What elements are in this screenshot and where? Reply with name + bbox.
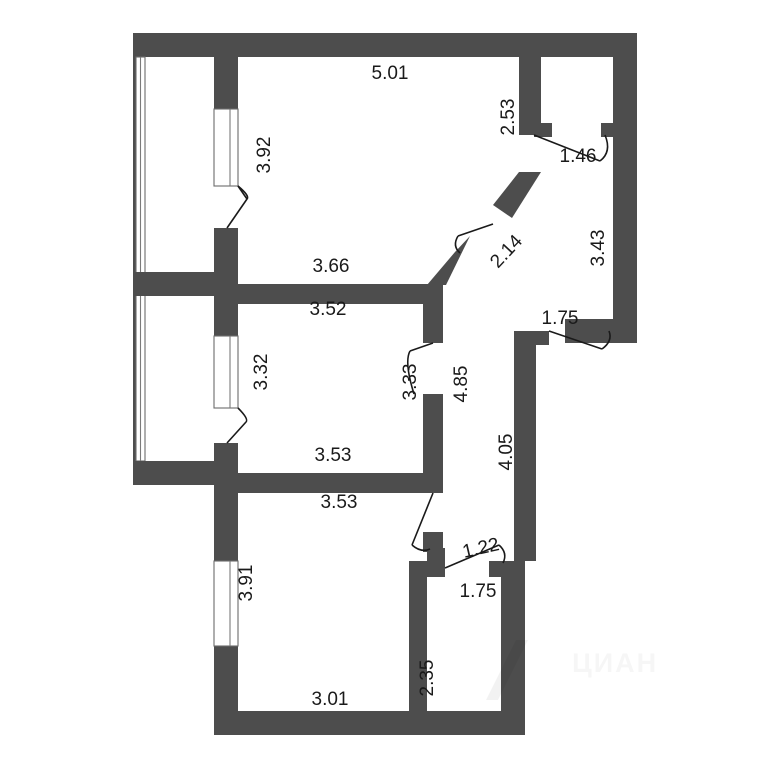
door-living-arc	[226, 198, 248, 229]
door-bedroom-leaf	[237, 407, 248, 423]
door-angled-arc	[454, 235, 461, 254]
dimension-label: 3.01	[312, 689, 349, 710]
wall-niche-stub-left	[514, 331, 549, 345]
door-niche-leaf	[548, 330, 603, 350]
door-corridor-leaf	[409, 342, 434, 352]
door-top-right-leaf	[533, 134, 601, 162]
window-top-left	[213, 108, 239, 187]
dimension-label: 1.75	[460, 581, 497, 602]
wall-bedroom-bottom	[238, 473, 443, 493]
dimension-label: 3.91	[236, 565, 257, 602]
door-angled-leaf	[457, 223, 494, 237]
window-bottom-left	[213, 560, 239, 647]
door-top-right-arc	[599, 134, 609, 162]
wall-bottom-outer	[214, 711, 525, 735]
door-group	[226, 134, 611, 569]
dimension-label: 2.53	[498, 99, 519, 136]
dimension-label: 4.05	[496, 434, 517, 471]
wall-hall-top	[238, 284, 443, 304]
door-corridor-arc	[406, 350, 415, 395]
wall-angled-upper	[493, 172, 541, 218]
wall-angled-lower	[427, 236, 470, 285]
dimension-label: 3.53	[321, 492, 358, 513]
dimension-label: 1.22	[461, 534, 502, 563]
wall-balcony-left	[133, 57, 137, 461]
wall-right-outer	[613, 33, 637, 343]
wall-bathroom-right	[501, 561, 525, 735]
wall-group	[133, 33, 637, 735]
dimension-label: 2.35	[417, 660, 438, 697]
wall-corridor-right	[514, 331, 536, 561]
dimension-label: 3.53	[315, 445, 352, 466]
dimension-label: 3.92	[254, 137, 275, 174]
wall-lower-left-upper	[214, 485, 238, 561]
wall-bedroom-right-upper	[423, 284, 443, 343]
wall-corridor-bottom-stub	[423, 532, 443, 552]
wall-bedroom-right-lower	[423, 394, 443, 490]
door-living-swing	[237, 185, 249, 200]
wall-top-right-partition	[519, 57, 541, 135]
wall-balcony-divider-mid	[214, 228, 238, 336]
door-bathroom-arc	[498, 544, 506, 564]
window-group	[213, 108, 239, 647]
dimension-label: 3.43	[588, 230, 609, 267]
dimension-label: 3.33	[400, 364, 421, 401]
door-bedroom-arc	[226, 421, 247, 444]
wall-top-outer	[133, 33, 637, 57]
dimension-label: 4.85	[451, 366, 472, 403]
window-mid-left	[213, 335, 239, 409]
dimension-label: 3.66	[313, 256, 350, 277]
dimension-label: 2.14	[486, 231, 527, 273]
wall-bathroom-left	[409, 561, 427, 721]
door-bathroom-leaf	[444, 544, 500, 569]
door-niche-arc	[601, 330, 611, 350]
dimension-label: 3.32	[251, 354, 272, 391]
dimension-label: 3.52	[310, 299, 347, 320]
wall-right-step	[565, 319, 637, 343]
door-lower-arc	[411, 544, 431, 552]
door-lower-leaf	[411, 492, 434, 546]
wall-jamb-146-left	[534, 123, 552, 137]
dimension-label: 1.46	[560, 146, 597, 167]
wall-jamb-146-right	[601, 123, 615, 137]
wall-balcony-divider-upper	[214, 57, 238, 109]
dimension-label: 1.75	[542, 308, 579, 329]
wall-bathroom-top-right	[489, 561, 525, 577]
dimension-label: 5.01	[372, 63, 409, 84]
wall-balcony-divider-lower	[214, 443, 238, 485]
